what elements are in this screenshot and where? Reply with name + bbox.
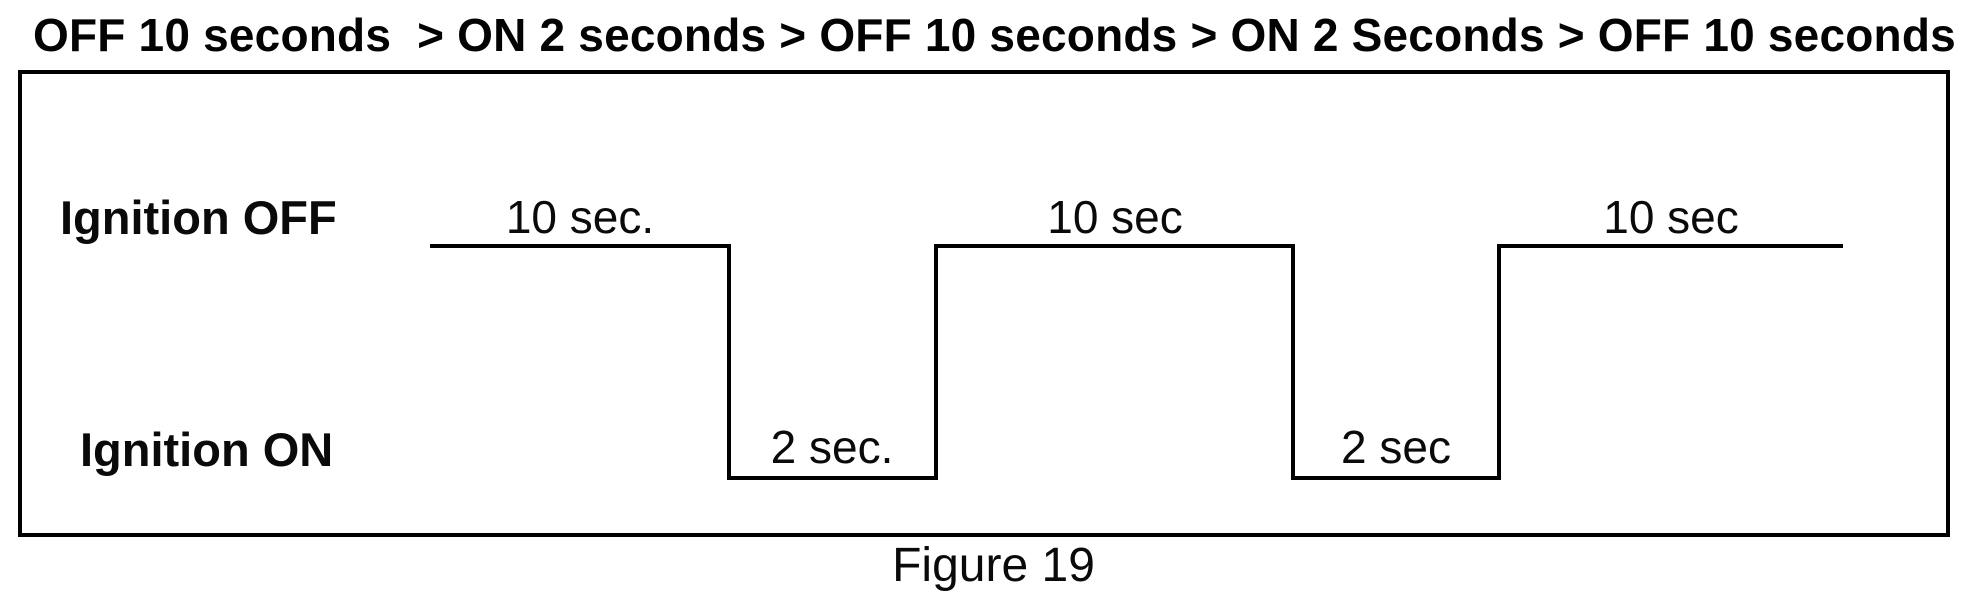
duration-label-on-1: 2 sec.	[770, 421, 894, 473]
figure-caption: Figure 19	[892, 539, 1095, 592]
ignition-on-label: Ignition ON	[80, 423, 334, 476]
key-cycle-sequence-title: OFF 10 seconds > ON 2 seconds > OFF 10 s…	[33, 9, 1956, 61]
duration-label-off-1: 10 sec.	[505, 191, 655, 243]
duration-label-on-2: 2 sec	[1341, 421, 1451, 473]
duration-label-off-3: 10 sec	[1603, 191, 1739, 243]
duration-label-off-2: 10 sec	[1047, 191, 1183, 243]
ignition-off-label: Ignition OFF	[60, 191, 337, 244]
